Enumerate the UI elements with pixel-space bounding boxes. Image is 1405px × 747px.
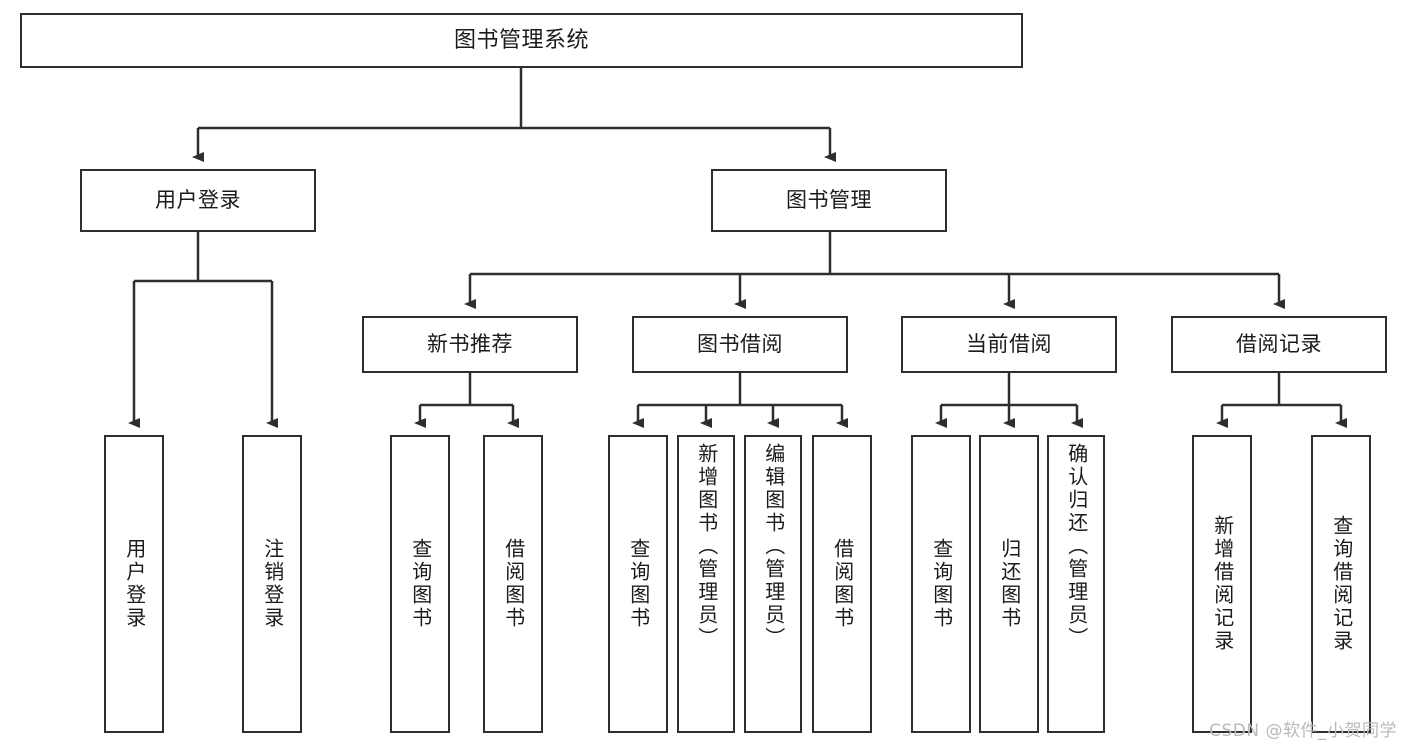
node-leaf-query-book-2[interactable]: 查询图书: [608, 435, 668, 733]
node-borrow-record-label: 借阅记录: [1236, 332, 1322, 357]
node-leaf-user-login-label: 用户登录: [122, 538, 147, 630]
node-book-manage-label: 图书管理: [786, 188, 872, 213]
node-leaf-logout-login[interactable]: 注销登录: [242, 435, 302, 733]
watermark-text: CSDN @软件_小贺同学: [1209, 721, 1397, 741]
node-book-borrow-label: 图书借阅: [697, 332, 783, 357]
node-leaf-borrow-book-2[interactable]: 借阅图书: [812, 435, 872, 733]
node-root[interactable]: 图书管理系统: [20, 13, 1023, 68]
node-user-login-label: 用户登录: [155, 188, 241, 213]
node-leaf-query-book-2-label: 查询图书: [626, 538, 651, 630]
node-root-label: 图书管理系统: [453, 27, 589, 53]
node-leaf-add-book[interactable]: 新增图书（管理员）: [677, 435, 735, 733]
node-leaf-confirm-return-label: 确认归还（管理员）: [1064, 443, 1089, 650]
node-book-borrow[interactable]: 图书借阅: [632, 316, 848, 373]
node-leaf-confirm-return[interactable]: 确认归还（管理员）: [1047, 435, 1105, 733]
node-leaf-add-record[interactable]: 新增借阅记录: [1192, 435, 1252, 733]
node-borrow-record[interactable]: 借阅记录: [1171, 316, 1387, 373]
node-leaf-borrow-book-1-label: 借阅图书: [501, 538, 526, 630]
node-leaf-logout-login-label: 注销登录: [260, 538, 285, 630]
node-leaf-query-book-3-label: 查询图书: [929, 538, 954, 630]
node-leaf-edit-book[interactable]: 编辑图书（管理员）: [744, 435, 802, 733]
node-leaf-query-book-1-label: 查询图书: [408, 538, 433, 630]
node-leaf-edit-book-label: 编辑图书（管理员）: [761, 443, 786, 650]
node-current-borrow-label: 当前借阅: [966, 332, 1052, 357]
node-leaf-add-record-label: 新增借阅记录: [1210, 515, 1235, 653]
node-user-login[interactable]: 用户登录: [80, 169, 316, 232]
node-leaf-query-record[interactable]: 查询借阅记录: [1311, 435, 1371, 733]
node-leaf-return-book[interactable]: 归还图书: [979, 435, 1039, 733]
node-leaf-borrow-book-2-label: 借阅图书: [830, 538, 855, 630]
node-new-book-recommend-label: 新书推荐: [427, 332, 513, 357]
node-leaf-user-login[interactable]: 用户登录: [104, 435, 164, 733]
node-leaf-borrow-book-1[interactable]: 借阅图书: [483, 435, 543, 733]
node-new-book-recommend[interactable]: 新书推荐: [362, 316, 578, 373]
node-book-manage[interactable]: 图书管理: [711, 169, 947, 232]
node-leaf-query-book-1[interactable]: 查询图书: [390, 435, 450, 733]
node-leaf-query-book-3[interactable]: 查询图书: [911, 435, 971, 733]
node-leaf-return-book-label: 归还图书: [997, 538, 1022, 630]
node-current-borrow[interactable]: 当前借阅: [901, 316, 1117, 373]
node-leaf-query-record-label: 查询借阅记录: [1329, 515, 1354, 653]
node-leaf-add-book-label: 新增图书（管理员）: [694, 443, 719, 650]
